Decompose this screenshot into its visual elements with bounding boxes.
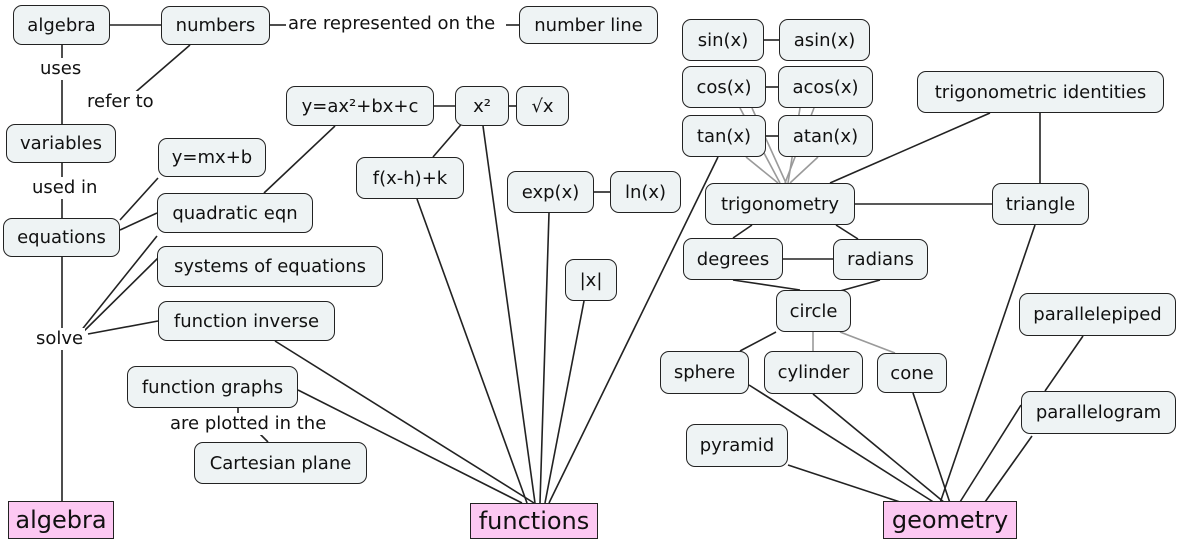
node-cone[interactable]: cone — [877, 353, 947, 393]
edge-graphs-functions — [297, 389, 523, 504]
edge-label-uses: uses — [38, 58, 84, 80]
node-atan[interactable]: atan(x) — [778, 115, 873, 157]
node-circle[interactable]: circle — [776, 290, 851, 332]
edge-parallelepiped-parallelogram — [1044, 335, 1084, 392]
edge-trig-degrees — [732, 224, 753, 239]
edge-tan-functions — [548, 156, 719, 504]
edge-parallelogram-geometry — [984, 435, 1033, 503]
edge-label-refer-to: refer to — [85, 91, 156, 113]
node-variables[interactable]: variables — [6, 124, 116, 163]
node-degrees[interactable]: degrees — [683, 238, 783, 280]
edge-pyramid-geometry — [787, 464, 901, 503]
node-cos[interactable]: cos(x) — [682, 66, 766, 108]
edge-xsq-functions — [482, 125, 536, 504]
node-exp[interactable]: exp(x) — [507, 171, 594, 213]
node-linear[interactable]: y=mx+b — [158, 138, 266, 177]
node-function-graphs[interactable]: function graphs — [127, 366, 298, 408]
edge-radians-circle — [839, 279, 881, 292]
node-pyramid[interactable]: pyramid — [686, 424, 788, 467]
edge-trig-radians — [835, 224, 859, 240]
node-acos[interactable]: acos(x) — [778, 66, 873, 108]
edge-quadeqn-quadform — [263, 125, 336, 194]
edge-equations-quadratic — [119, 212, 158, 231]
node-parallelogram[interactable]: parallelogram — [1021, 391, 1176, 434]
edge-cone-geometry — [912, 392, 951, 504]
node-systems-of-equations[interactable]: systems of equations — [157, 246, 383, 287]
edge-degrees-circle — [732, 279, 801, 291]
root-functions[interactable]: functions — [470, 503, 598, 539]
edge-shift-xsq — [432, 119, 466, 158]
edge-tan-trig — [745, 156, 779, 184]
edge-triangle-geometry — [939, 224, 1036, 504]
edge-circle-cone — [839, 331, 896, 354]
edge-trig-identities — [829, 112, 991, 184]
edge-equations-linear — [119, 177, 159, 221]
edge-label-solve: solve — [34, 328, 86, 350]
edge-exp-functions — [539, 212, 550, 504]
edge-solve-systems — [79, 255, 161, 336]
node-quadratic-form[interactable]: y=ax²+bx+c — [286, 86, 434, 126]
edge-abs-functions — [544, 300, 585, 504]
edge-parallelogram-geometry2 — [959, 404, 1022, 503]
node-sphere[interactable]: sphere — [660, 351, 749, 394]
edge-numbers-referto — [130, 44, 191, 97]
edge-shift-functions — [416, 198, 528, 504]
node-trigonometric-identities[interactable]: trigonometric identities — [917, 71, 1164, 113]
edge-atan-trig — [789, 156, 819, 184]
node-number-line[interactable]: number line — [519, 6, 658, 44]
edge-label-represented: are represented on the — [286, 13, 498, 35]
node-parallelepiped[interactable]: parallelepiped — [1019, 293, 1176, 336]
node-quadratic-eqn[interactable]: quadratic eqn — [157, 193, 313, 233]
root-algebra[interactable]: algebra — [8, 501, 114, 539]
node-sqrt-x[interactable]: √x — [516, 86, 569, 126]
edge-cylinder-geometry — [812, 393, 946, 504]
node-numbers[interactable]: numbers — [161, 6, 270, 45]
node-function-inverse[interactable]: function inverse — [158, 301, 335, 341]
node-shift[interactable]: f(x-h)+k — [356, 157, 464, 199]
node-asin[interactable]: asin(x) — [779, 19, 870, 61]
node-abs[interactable]: |x| — [565, 259, 617, 301]
node-trigonometry[interactable]: trigonometry — [705, 183, 855, 225]
node-equations[interactable]: equations — [3, 218, 120, 257]
edge-solve-quadratic — [79, 235, 158, 333]
node-radians[interactable]: radians — [833, 239, 928, 280]
node-algebra[interactable]: algebra — [13, 5, 110, 45]
node-sin[interactable]: sin(x) — [682, 19, 764, 61]
node-tan[interactable]: tan(x) — [682, 115, 766, 157]
node-cartesian-plane[interactable]: Cartesian plane — [194, 442, 367, 484]
edge-inverse-functions — [274, 340, 535, 504]
node-triangle[interactable]: triangle — [992, 183, 1089, 225]
node-x-squared[interactable]: x² — [455, 86, 509, 126]
edge-label-plotted: are plotted in the — [168, 413, 329, 435]
edge-circle-sphere — [739, 331, 777, 352]
node-cylinder[interactable]: cylinder — [764, 351, 863, 394]
node-ln[interactable]: ln(x) — [610, 171, 681, 213]
edge-sphere-geometry — [748, 384, 936, 504]
edge-label-used-in: used in — [30, 177, 100, 199]
edge-solve-inverse — [87, 320, 159, 335]
root-geometry[interactable]: geometry — [883, 501, 1017, 539]
